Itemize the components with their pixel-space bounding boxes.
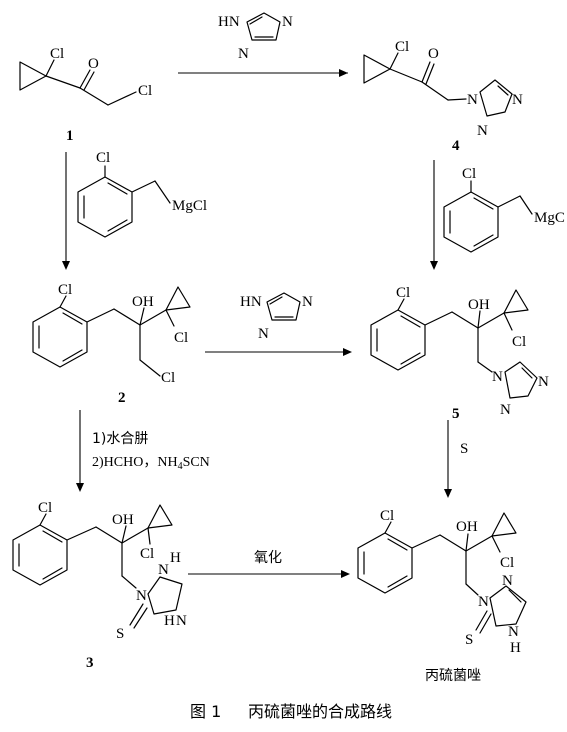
atom-oh: OH: [132, 294, 154, 310]
atom-n: N: [302, 294, 313, 310]
atom-cl: Cl: [174, 330, 188, 346]
product-structure: Cl OH Cl N N N H S: [357, 508, 527, 656]
figure-title: 丙硫菌唑的合成路线: [248, 702, 392, 721]
atom-n: N: [282, 14, 293, 30]
atom-cl: Cl: [500, 555, 514, 571]
atom-mgcl-truncated: MgC: [534, 210, 565, 226]
atom-n: N: [258, 326, 269, 342]
atom-cl: Cl: [58, 282, 72, 298]
atom-n: N: [477, 123, 488, 139]
compound-label-5: 5: [452, 406, 460, 422]
compound-label-1: 1: [66, 128, 74, 144]
compound-label-2: 2: [118, 390, 126, 406]
atom-s: S: [465, 632, 473, 648]
condition-hcho-nh4scn: 2)HCHO，NH4SCN: [92, 455, 210, 472]
atom-n: N: [502, 573, 513, 589]
atom-n: N: [500, 402, 511, 418]
condition-oxidation: 氧化: [254, 550, 282, 566]
atom-oh: OH: [112, 512, 134, 528]
atom-mgcl: MgCl: [172, 198, 207, 214]
reagent-grignard-left: Cl MgCl: [77, 150, 207, 238]
compound-2-structure: Cl OH Cl Cl: [32, 282, 191, 386]
atom-o: O: [428, 46, 439, 62]
product-name: 丙硫菌唑: [425, 668, 481, 684]
atom-cl: Cl: [140, 546, 154, 562]
reagent-triazole-top: HN N N: [218, 12, 293, 62]
atom-cl: Cl: [396, 285, 410, 301]
atom-n: N: [492, 369, 503, 385]
atom-cl: Cl: [462, 166, 476, 182]
atom-cl: Cl: [38, 500, 52, 516]
atom-n: N: [467, 92, 478, 108]
atom-cl: Cl: [138, 83, 152, 99]
atom-h: H: [170, 550, 181, 566]
atom-hn: HN: [240, 294, 262, 310]
atom-cl: Cl: [96, 150, 110, 166]
condition-hydrazine: 1)水合肼: [92, 431, 148, 447]
atom-cl: Cl: [395, 39, 409, 55]
compound-5-structure: Cl OH Cl N N N: [370, 285, 549, 418]
atom-n: N: [136, 588, 147, 604]
reagent-triazole-middle: HN N N: [240, 292, 313, 342]
atom-n: N: [238, 46, 249, 62]
atom-cl: Cl: [512, 334, 526, 350]
compound-label-4: 4: [452, 138, 460, 154]
atom-n: N: [158, 562, 169, 578]
atom-cl: Cl: [161, 370, 175, 386]
atom-cl: Cl: [50, 46, 64, 62]
atom-n: N: [508, 624, 519, 640]
atom-n: N: [176, 613, 187, 629]
atom-h: H: [510, 640, 521, 656]
atom-o: O: [88, 56, 99, 72]
atom-cl: Cl: [380, 508, 394, 524]
atom-s: S: [116, 626, 124, 642]
compound-4-structure: Cl O N N N: [363, 39, 523, 139]
atom-hn: HN: [218, 14, 240, 30]
atom-n: N: [478, 594, 489, 610]
atom-oh: OH: [456, 519, 478, 535]
compound-label-3: 3: [86, 655, 94, 671]
reagent-grignard-right: Cl MgC: [443, 166, 565, 253]
atom-oh: OH: [468, 297, 490, 313]
compound-1-structure: Cl O Cl: [19, 46, 152, 106]
compound-3-structure: Cl OH Cl N N H N H S: [12, 500, 187, 642]
reagent-sulfur: S: [460, 441, 468, 457]
figure-label: 图 1: [190, 702, 221, 721]
atom-n: N: [538, 374, 549, 390]
atom-n: N: [512, 92, 523, 108]
atom-h: H: [164, 613, 175, 629]
